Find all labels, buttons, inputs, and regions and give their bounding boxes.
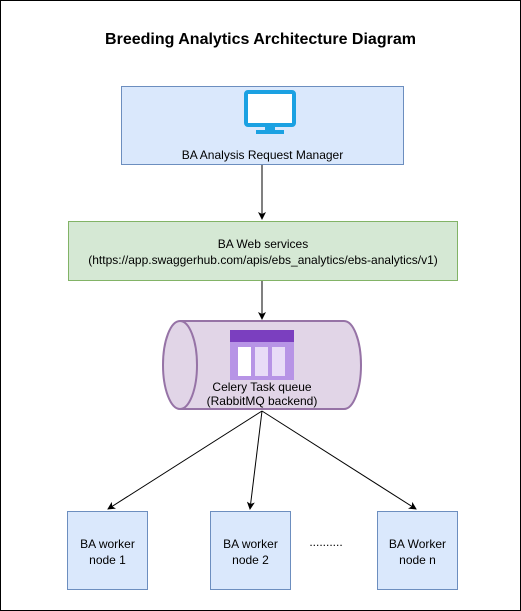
web-services-title: BA Web services xyxy=(217,237,309,251)
task-queue-title: Celery Task queue xyxy=(212,380,312,394)
task-queue-label: Celery Task queue (RabbitMQ backend) xyxy=(162,380,362,408)
worker-node-label: BA Worker xyxy=(388,537,447,551)
task-queue-backend: (RabbitMQ backend) xyxy=(206,394,318,408)
worker-node-n[interactable]: BA Worker node n xyxy=(377,511,458,590)
worker-node-label: BA worker xyxy=(80,537,135,551)
arrow-queue-to-worker-2 xyxy=(246,410,263,510)
arrow-queue-to-worker-1 xyxy=(107,410,263,510)
queue-icon xyxy=(230,330,294,380)
web-services-node[interactable]: BA Web services (https://app.swaggerhub.… xyxy=(68,221,458,281)
request-manager-label: BA Analysis Request Manager xyxy=(181,148,344,162)
diagram-title: Breeding Analytics Architecture Diagram xyxy=(105,31,416,48)
worker-node-1[interactable]: BA worker node 1 xyxy=(67,511,148,590)
arrow-queue-to-worker-n xyxy=(261,410,417,510)
worker-node-id: node n xyxy=(399,553,436,567)
worker-ellipsis: .......... xyxy=(309,535,343,549)
worker-node-label: BA worker xyxy=(223,537,278,551)
worker-node-id: node 2 xyxy=(232,553,269,567)
worker-node-id: node 1 xyxy=(89,553,126,567)
monitor-icon xyxy=(244,90,296,134)
web-services-url: (https://app.swaggerhub.com/apis/ebs_ana… xyxy=(88,253,438,267)
worker-node-2[interactable]: BA worker node 2 xyxy=(210,511,291,590)
